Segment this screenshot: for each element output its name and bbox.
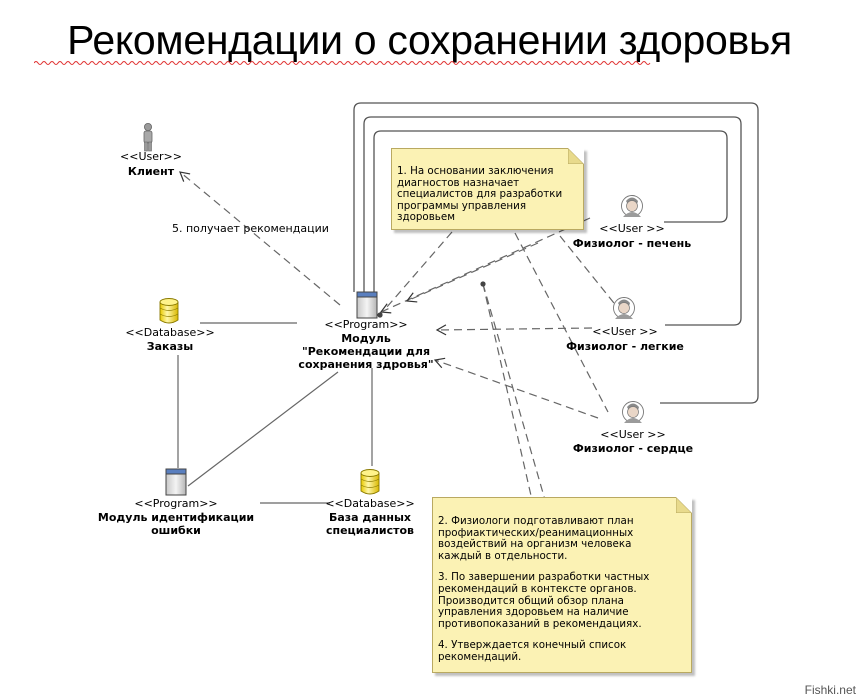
physio-heart-name: Физиолог - сердце <box>572 442 694 455</box>
note-2-step-2: 2. Физиологи подготавливают план профиак… <box>438 515 634 562</box>
note-2: 2. Физиологи подготавливают план профиак… <box>432 497 692 673</box>
note-1: 1. На основании заключения диагностов на… <box>391 148 584 230</box>
association-module-errormodule <box>187 371 339 487</box>
error-module-name: Модуль идентификации ошибки <box>97 511 255 537</box>
dependency-heart-module <box>433 357 599 419</box>
specdb-stereotype: <<Database>> <box>325 497 415 510</box>
watermark: Fishki.net <box>804 683 856 697</box>
error-module-stereotype: <<Program>> <box>134 497 218 510</box>
specdb-name: База данных специалистов <box>325 511 415 537</box>
spellcheck-underline <box>34 61 651 65</box>
anchor-dot-module <box>377 312 383 318</box>
note2-anchor-c <box>514 232 609 413</box>
feedback-loop-heart <box>353 102 759 404</box>
program-icon <box>356 291 378 319</box>
dependency-module-client <box>179 171 341 306</box>
note2-anchor-d <box>559 235 627 319</box>
module-stereotype: <<Program>> <box>324 318 408 331</box>
user-icon <box>621 195 643 217</box>
program-icon <box>165 468 187 496</box>
database-icon <box>159 298 179 324</box>
actor-icon <box>143 123 153 152</box>
feedback-loop-liver <box>373 130 728 292</box>
database-icon <box>360 469 380 495</box>
physio-liver-stereotype: <<User >> <box>599 222 665 235</box>
note1-anchor <box>379 231 453 316</box>
note-2-step-4: 4. Утверждается конечный список рекоменд… <box>438 639 627 663</box>
note-fold-icon <box>568 148 584 164</box>
physio-liver-name: Физиолог - печень <box>572 237 692 250</box>
client-stereotype: <<User>> <box>120 150 182 163</box>
note-2-step-3: 3. По завершении разработки частных реко… <box>438 571 650 630</box>
edge-label-client: 5. получает рекомендации <box>172 222 329 235</box>
orders-stereotype: <<Database>> <box>125 326 215 339</box>
note2-anchor-b <box>482 283 546 501</box>
page-title: Рекомендации о сохранении здоровья <box>67 17 792 63</box>
dependency-liver-module-2 <box>405 242 539 303</box>
module-name: Модуль "Рекомендации для сохранения здро… <box>298 332 434 371</box>
dependency-liver-module <box>379 217 591 314</box>
note-fold-icon <box>676 497 692 513</box>
user-icon <box>622 401 644 423</box>
user-icon <box>613 297 635 319</box>
physio-lungs-name: Физиолог - легкие <box>566 340 684 353</box>
orders-name: Заказы <box>146 340 194 353</box>
anchor-dot-note2 <box>480 281 486 287</box>
note2-anchor-a <box>482 283 533 501</box>
physio-lungs-stereotype: <<User >> <box>592 325 658 338</box>
client-name: Клиент <box>127 165 175 178</box>
dependency-lungs-module <box>435 324 593 336</box>
physio-heart-stereotype: <<User >> <box>600 428 666 441</box>
feedback-loop-lungs <box>363 116 742 326</box>
note-1-text: 1. На основании заключения диагностов на… <box>397 165 563 224</box>
